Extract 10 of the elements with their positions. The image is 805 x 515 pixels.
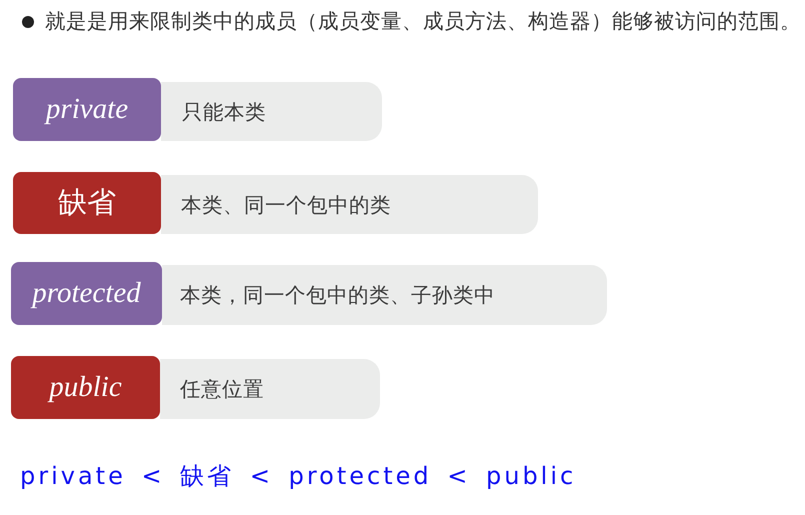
description-band: 任意位置 [160,359,380,419]
order-text: private < 缺省 < protected < public [20,464,576,488]
description-band: 本类、同一个包中的类 [161,175,538,234]
description-band: 本类，同一个包中的类、子孙类中 [162,265,607,325]
description-band: 只能本类 [161,82,382,141]
label-tab: private [13,78,161,141]
label-tab: protected [11,262,162,325]
intro-text: 就是是用来限制类中的成员（成员变量、成员方法、构造器）能够被访问的范围。 [45,12,801,33]
label-tab: public [11,356,160,419]
label-tab: 缺省 [13,172,161,234]
